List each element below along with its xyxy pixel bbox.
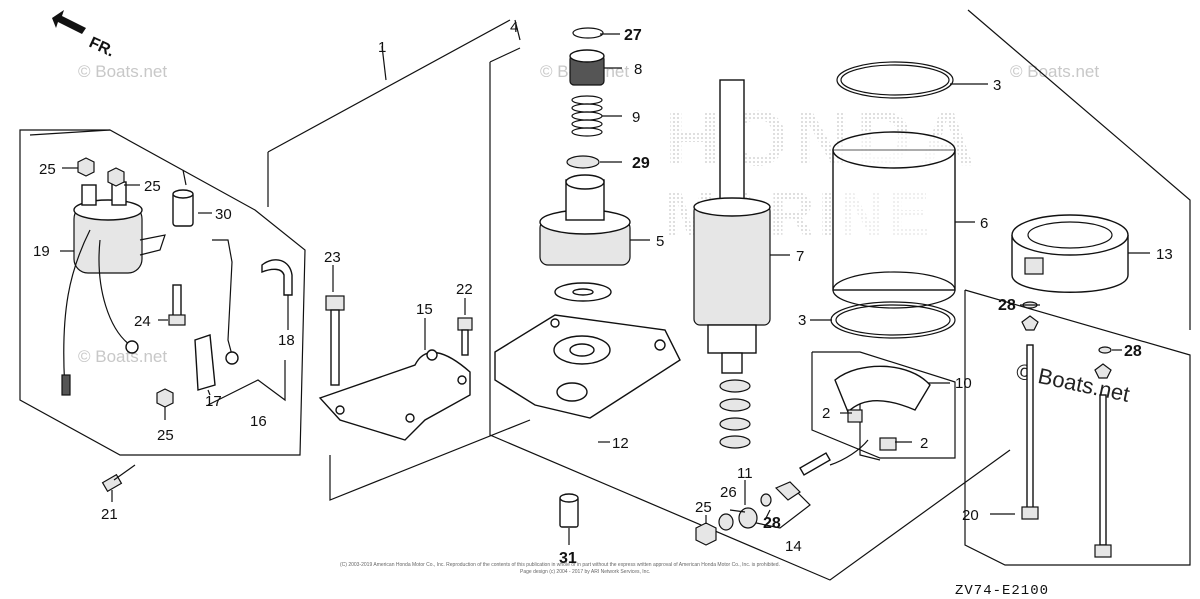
washer-part (718, 493, 772, 531)
callout-25-a: 25 (39, 161, 56, 178)
callout-31: 31 (559, 550, 577, 567)
callout-20: 20 (962, 507, 979, 524)
callout-3-top: 3 (993, 77, 1001, 94)
callout-2-a: 2 (822, 405, 830, 422)
callout-28-b: 28 (1124, 343, 1142, 360)
callout-10: 10 (955, 375, 972, 392)
callout-labels: 1 4 27 8 9 29 5 7 3 6 13 3 28 28 10 2 2 … (33, 19, 1173, 567)
terminal-bolt-part (774, 452, 831, 501)
callout-13: 13 (1156, 246, 1173, 263)
watermark-boats-net: © Boats.net (78, 347, 167, 366)
nut-part (77, 157, 717, 546)
callout-27: 27 (624, 27, 642, 44)
callout-28-a: 28 (998, 297, 1016, 314)
mounting-plate-part (318, 349, 471, 441)
long-bolt-part (1021, 301, 1112, 558)
diagram-code: ZV74-E2100 (955, 583, 1049, 599)
motor-yoke-part (832, 131, 956, 309)
callout-30: 30 (215, 206, 232, 223)
callout-8: 8 (634, 61, 642, 78)
leader-lines (60, 33, 1150, 545)
return-spring-part (571, 95, 603, 137)
callout-15: 15 (416, 301, 433, 318)
armature-part (693, 79, 771, 449)
watermark-boats-net: © Boats.net (1010, 62, 1099, 81)
front-cover-part (1011, 214, 1129, 293)
callout-22: 22 (456, 281, 473, 298)
pinion-drive-part (539, 174, 631, 302)
washer-part (566, 155, 600, 169)
bolt-part (168, 284, 186, 326)
callout-26: 26 (720, 484, 737, 501)
callout-25-b: 25 (144, 178, 161, 195)
terminal-cap-part (172, 169, 194, 227)
watermark-boats-net: © Boats.net (78, 62, 167, 81)
svg-text:FR.: FR. (86, 34, 117, 60)
snap-ring-part (572, 27, 604, 39)
callout-19: 19 (33, 243, 50, 260)
copyright-line: Page design (c) 2004 - 2017 by ARI Netwo… (520, 569, 650, 575)
brush-holder-part (829, 365, 931, 466)
callout-21: 21 (101, 506, 118, 523)
callout-23: 23 (324, 249, 341, 266)
callout-1: 1 (378, 39, 386, 56)
callout-6: 6 (980, 215, 988, 232)
front-direction-icon: FR. (52, 10, 117, 61)
stop-collar-part (569, 49, 605, 86)
callout-7: 7 (796, 248, 804, 265)
callout-25-c: 25 (157, 427, 174, 444)
through-bolt-part (325, 295, 345, 386)
starter-bracket-part (494, 314, 681, 419)
callout-3-bottom: 3 (798, 312, 806, 329)
callout-18: 18 (278, 332, 295, 349)
assembly-frame-lines (19, 9, 1191, 581)
callout-25-d: 25 (695, 499, 712, 516)
callout-14: 14 (785, 538, 802, 555)
starter-cable-part (194, 239, 293, 391)
callout-24: 24 (134, 313, 151, 330)
bolt-part (101, 464, 136, 493)
callout-9: 9 (632, 109, 640, 126)
dowel-pin-part (559, 493, 579, 528)
callout-28-c: 28 (763, 515, 781, 532)
copyright-line: (C) 2003-2019 American Honda Motor Co., … (340, 562, 780, 568)
callout-29: 29 (632, 155, 650, 172)
callout-5: 5 (656, 233, 664, 250)
bolt-part (457, 317, 473, 356)
callout-17: 17 (205, 393, 222, 410)
callout-2-b: 2 (920, 435, 928, 452)
callout-11: 11 (737, 465, 753, 482)
callout-16: 16 (250, 413, 267, 430)
callout-4: 4 (510, 19, 518, 36)
callout-12: 12 (612, 435, 629, 452)
